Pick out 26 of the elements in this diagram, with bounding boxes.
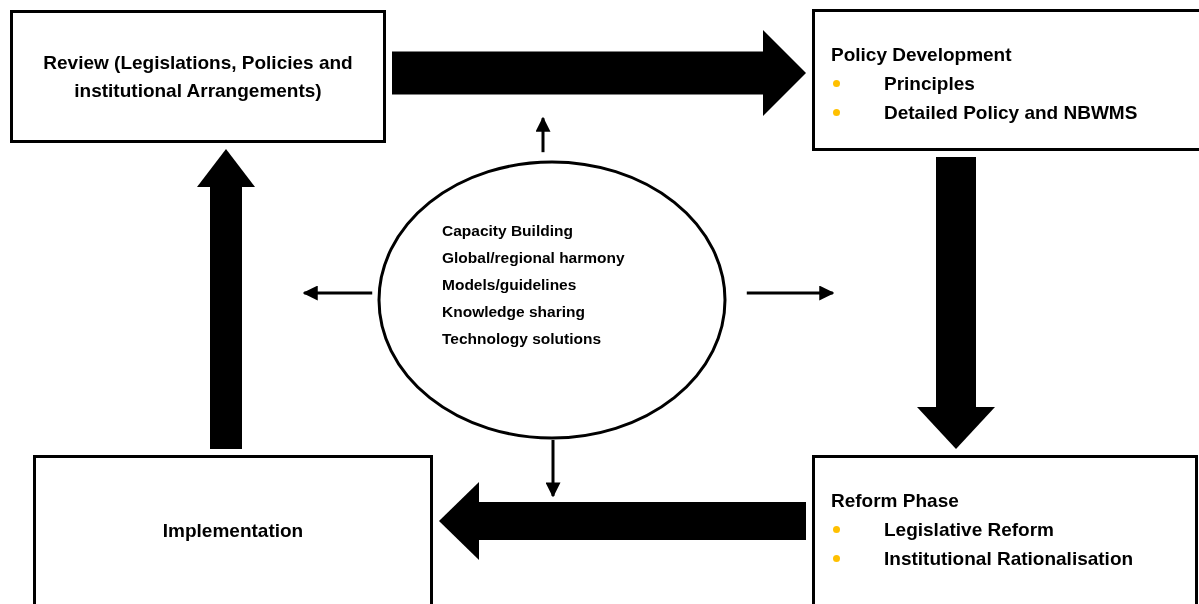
arrow [302, 285, 373, 301]
process-box [812, 455, 1198, 604]
bullet-text: Institutional Rationalisation [884, 547, 1134, 571]
arrow [746, 285, 835, 301]
ellipse-node [377, 160, 727, 440]
ellipse-text: Capacity Building [442, 222, 573, 240]
box-text: Implementation [162, 519, 304, 543]
block-arrow [917, 157, 995, 449]
box-text: Review (Legislations, Policies and institutional Arrangements) [42, 50, 354, 103]
ellipse-text: Knowledge sharing [442, 303, 585, 321]
block-arrow [392, 30, 806, 116]
ellipse-text: Models/guidelines [442, 276, 577, 294]
bullet-text: Principles [884, 72, 975, 96]
process-box [10, 10, 386, 143]
box-heading: Reform Phase [831, 489, 960, 513]
bullet-text: Detailed Policy and NBWMS [884, 101, 1138, 125]
ellipse-text: Technology solutions [442, 330, 602, 348]
box-heading: Policy Development [831, 43, 1013, 67]
bullet-text: Legislative Reform [884, 518, 1054, 542]
process-box [812, 9, 1199, 151]
arrow [545, 440, 561, 498]
process-box [33, 455, 433, 604]
block-arrow [197, 149, 255, 449]
block-arrow [439, 482, 806, 560]
ellipse-text: Global/regional harmony [442, 249, 625, 267]
arrow [535, 116, 551, 153]
